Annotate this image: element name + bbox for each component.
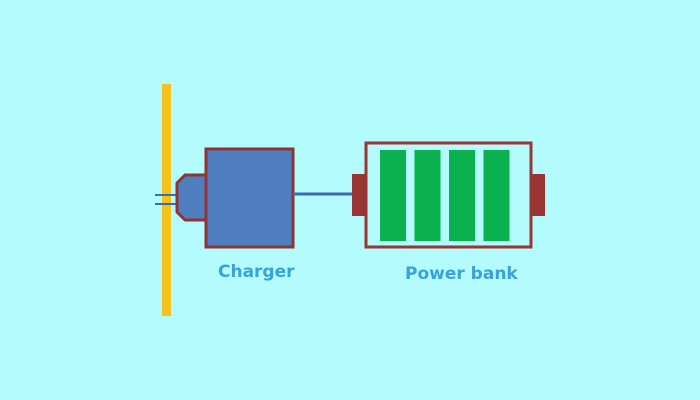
power-bank-right-terminal — [530, 174, 545, 216]
charge-cell — [449, 150, 475, 241]
charge-cell — [380, 150, 406, 241]
power-bank-charge-cells — [380, 150, 510, 241]
charge-cell — [483, 150, 510, 241]
charger-body — [204, 147, 295, 249]
charge-cell — [414, 150, 441, 241]
charger-label: Charger — [218, 262, 295, 282]
wall-strip — [162, 84, 171, 316]
charger-plug — [175, 173, 210, 222]
power-bank-left-terminal — [352, 174, 367, 216]
power-bank-label: Power bank — [405, 264, 518, 284]
